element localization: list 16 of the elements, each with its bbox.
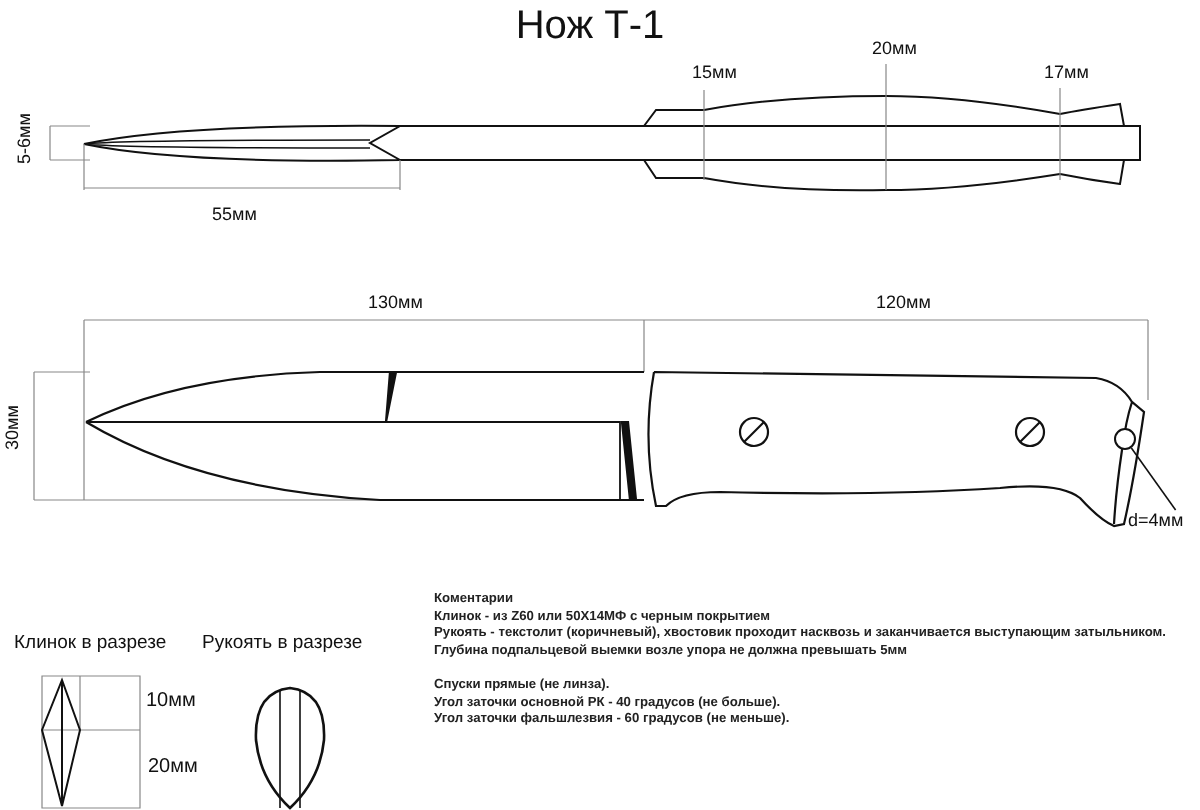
dimension-label: 130мм [368, 294, 423, 312]
leader-line [1130, 447, 1177, 511]
dimension-label: 5-6мм [16, 113, 34, 164]
title: Нож Т-1 [513, 4, 667, 50]
section-caption: Рукоять в разрезе [202, 634, 363, 653]
dimension-label: 20мм [148, 758, 198, 778]
dimension-label: 20мм [872, 40, 917, 58]
section-caption: Клинок в разрезе [14, 634, 167, 653]
dimension-label: 30мм [4, 405, 22, 450]
dimension-label: 55мм [212, 206, 257, 224]
dimension-label: 15мм [692, 64, 737, 82]
dimension-label: d=4мм [1128, 512, 1184, 530]
dimension-label: 120мм [876, 294, 931, 312]
dimension-label: 17мм [1044, 64, 1089, 82]
dimension-label: 10мм [146, 692, 196, 712]
lanyard-hole [1114, 428, 1136, 450]
